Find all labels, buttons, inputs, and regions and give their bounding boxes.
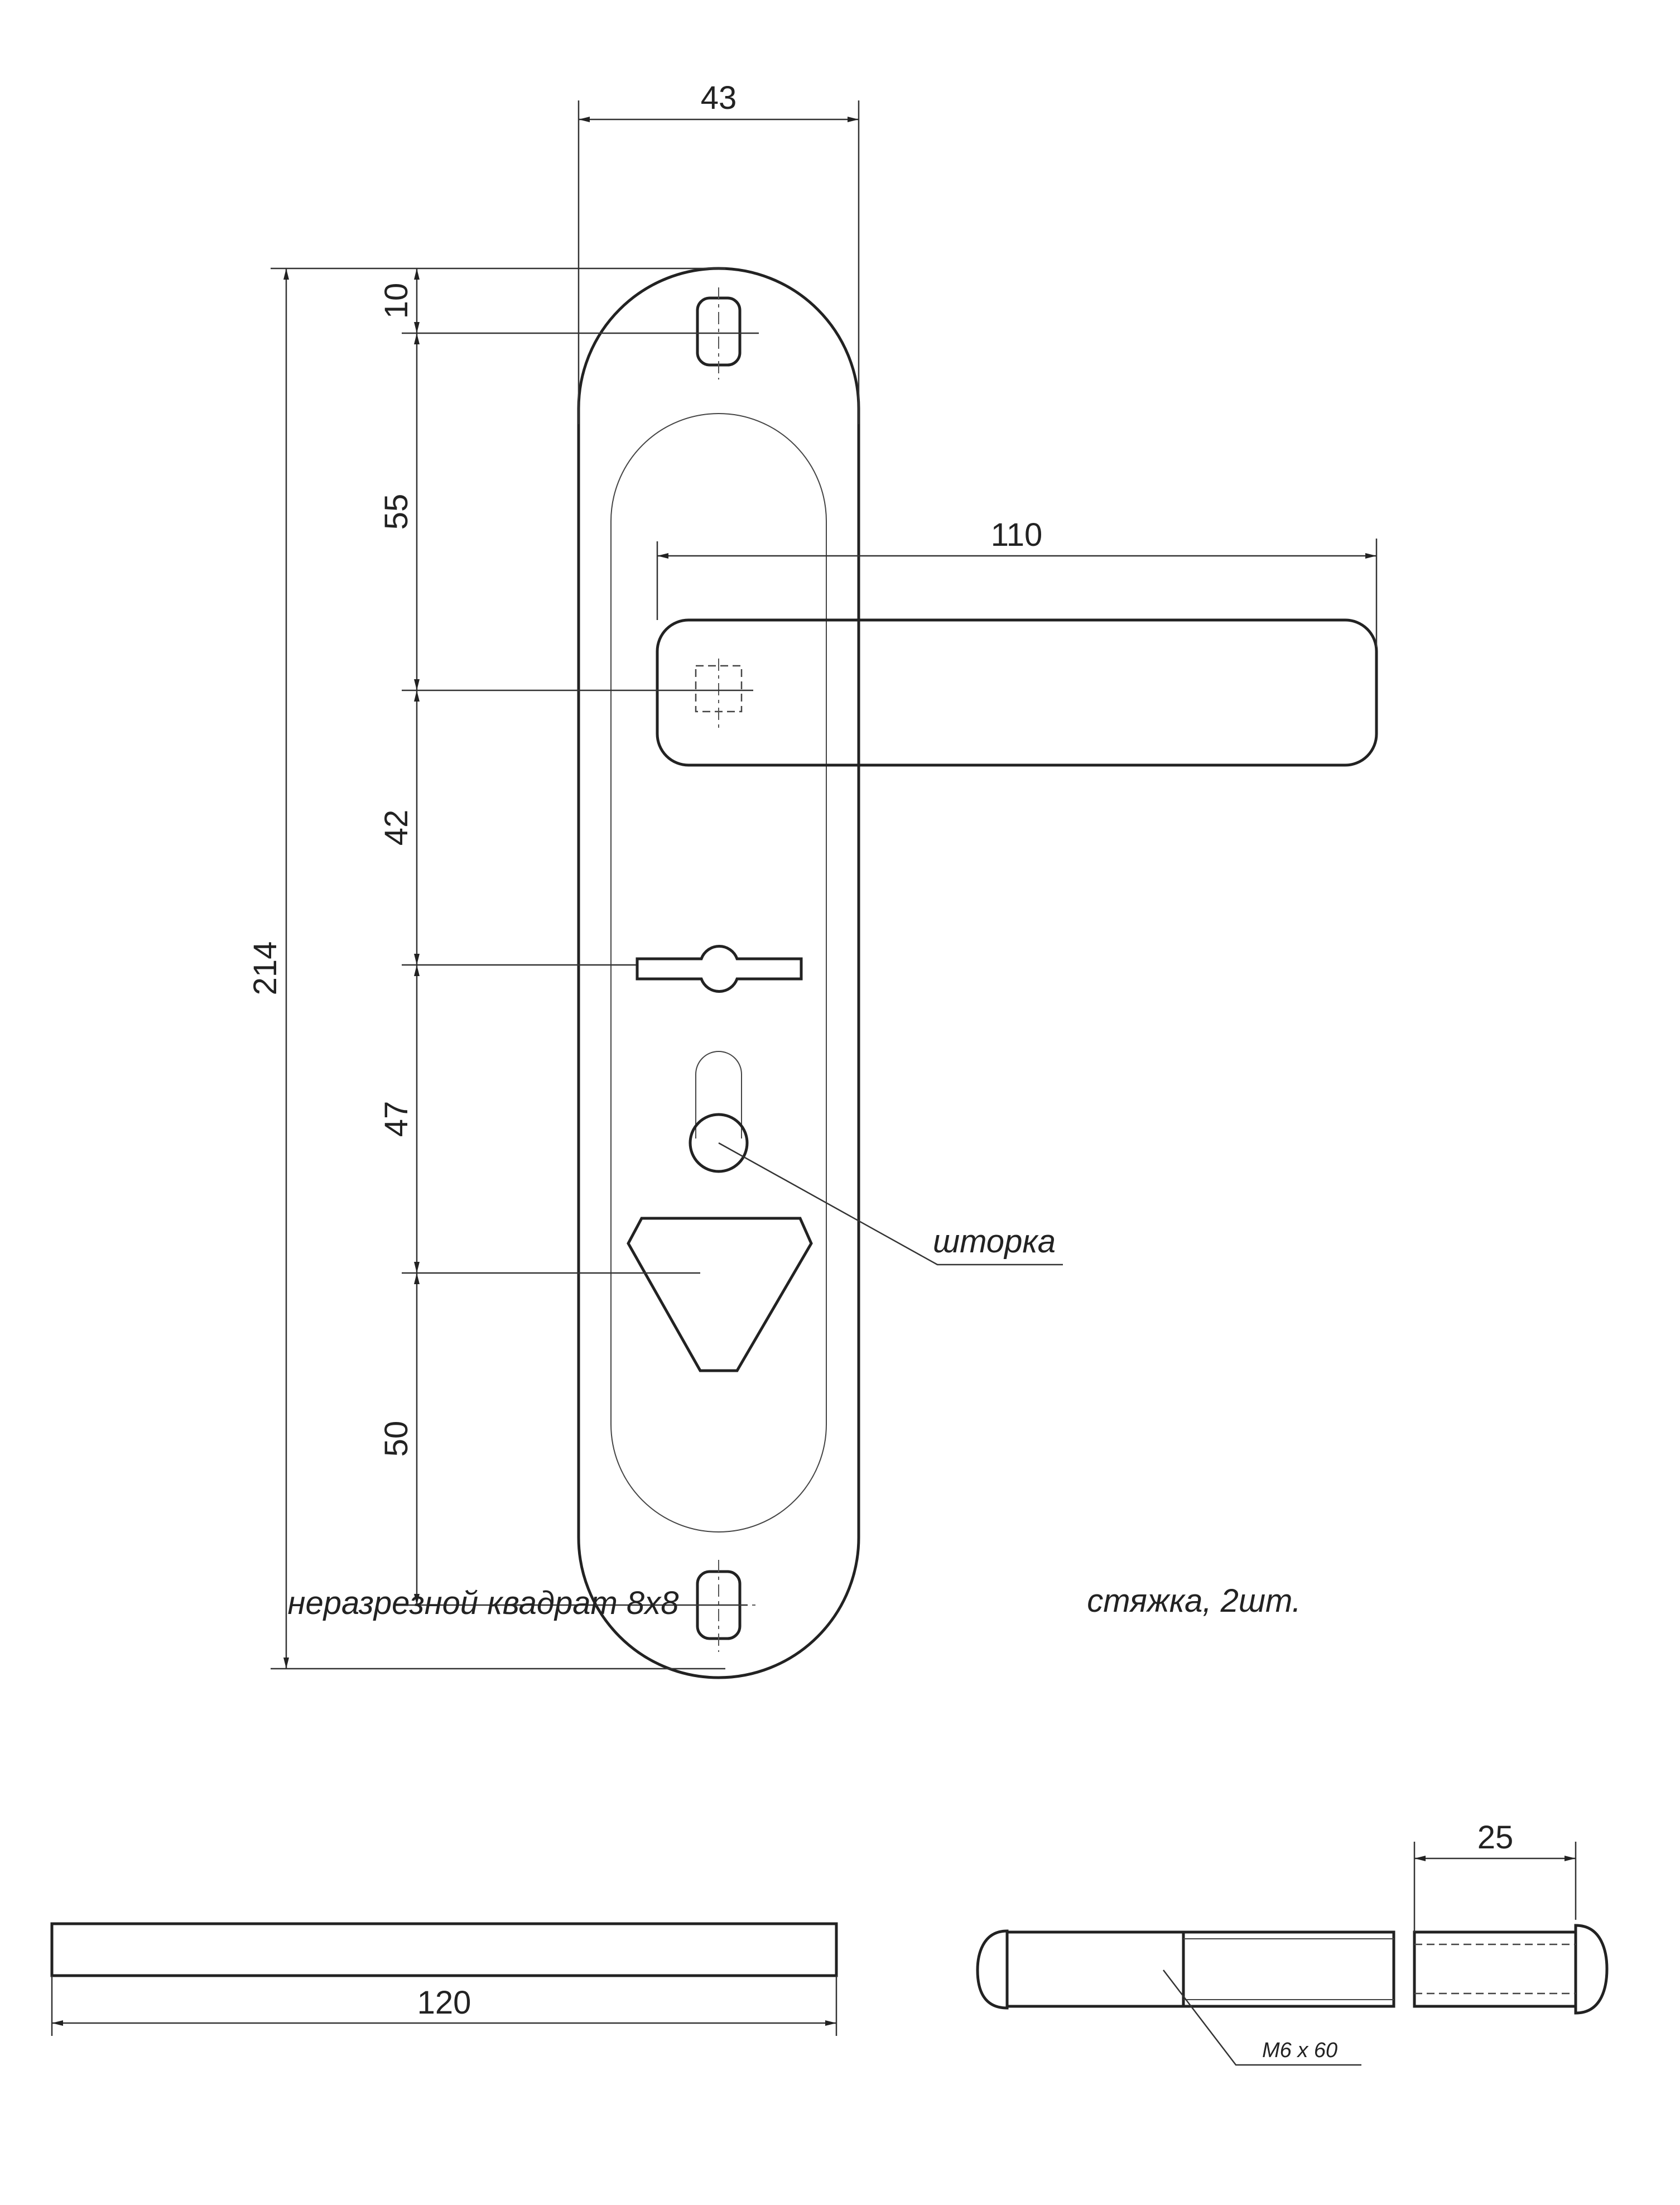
bolt-thread-leader: М6 х 60: [1163, 1969, 1361, 2066]
dim-plate-width-label: 43: [701, 80, 737, 116]
keyhole: [627, 1217, 813, 1372]
lever-handle: [656, 618, 1378, 767]
shutter-leader: шторка: [718, 1142, 1063, 1266]
tie-bolts: стяжка, 2шт. 25 М6 х 60: [976, 1583, 1609, 2066]
dim-lever-length: 110: [656, 517, 1378, 647]
spindle: неразрезной квадрат 8х8 120: [50, 1585, 838, 2036]
bolt: [976, 1929, 1395, 2010]
bolt-thread-label: М6 х 60: [1262, 2039, 1337, 2062]
shutter: [689, 1051, 749, 1173]
sleeve-nut: [1413, 1924, 1609, 2015]
mounting-hole-bottom: [686, 1560, 759, 1652]
dim-lever-length-label: 110: [991, 517, 1042, 553]
tie-bolts-label: стяжка, 2шт.: [1087, 1583, 1301, 1619]
dim-chain: 10 55 42 47 50: [378, 268, 420, 1605]
dim-handle-label: 55: [378, 494, 415, 530]
dim-sleeve-length: 25: [1413, 1819, 1577, 1932]
dim-total-height-label: 214: [247, 941, 283, 996]
spindle-length-label: 120: [417, 1985, 471, 2021]
sleeve-length-label: 25: [1477, 1819, 1514, 1856]
extension-lines: [271, 267, 759, 1670]
dim-total-height: 214: [247, 268, 289, 1669]
dim-bottom-label: 50: [378, 1421, 415, 1457]
dim-top-label: 10: [378, 283, 415, 319]
spindle-label: неразрезной квадрат 8х8: [288, 1585, 679, 1621]
thumb-turn: [636, 944, 803, 993]
dim-thumbturn-label: 42: [378, 810, 415, 846]
shutter-label: шторка: [933, 1223, 1056, 1260]
backplate: [577, 267, 860, 1679]
backplate-inner-recess: [610, 413, 827, 1533]
dim-shutter-label: 47: [378, 1101, 415, 1137]
dim-plate-width: 43: [577, 80, 860, 424]
